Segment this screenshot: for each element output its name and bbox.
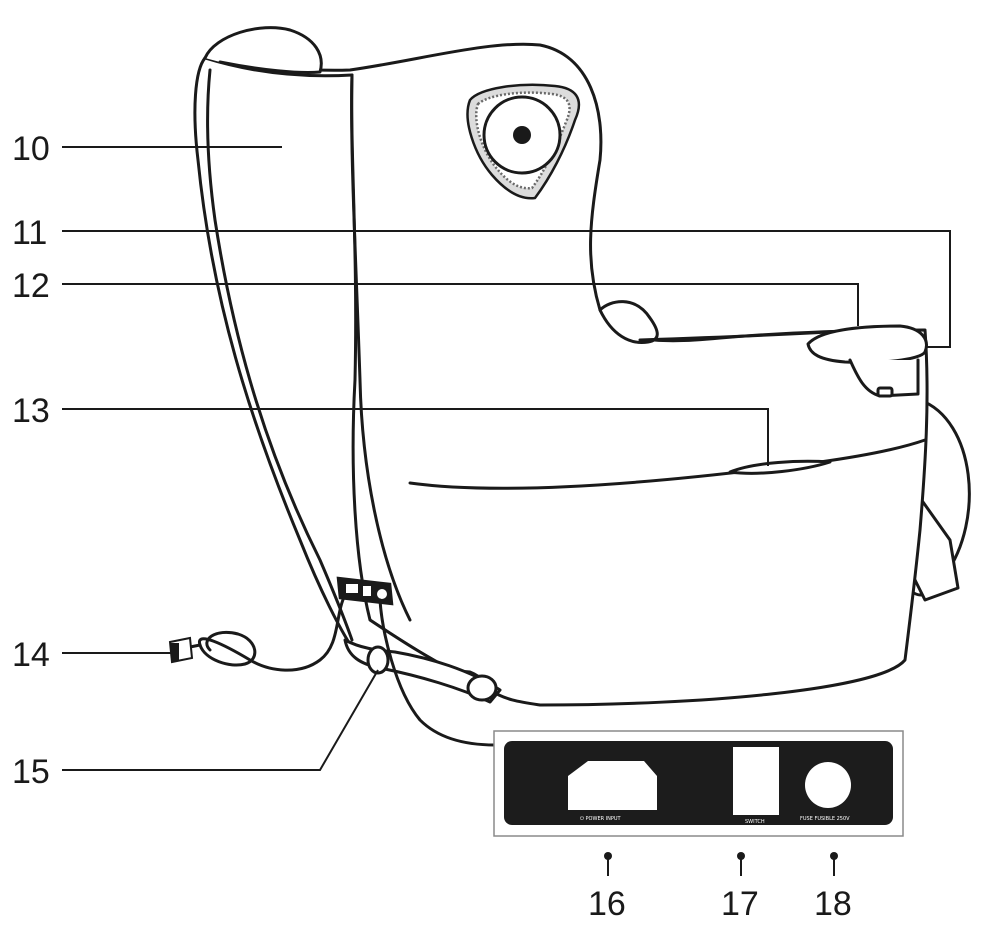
leader-15	[62, 669, 379, 771]
power-input-socket	[568, 761, 657, 810]
base-foot-rear	[366, 645, 390, 675]
leader-11	[62, 230, 951, 348]
headrest-top	[203, 26, 323, 75]
power-socket-on-chair	[336, 576, 394, 606]
leader-12	[62, 283, 859, 326]
remote-pocket	[728, 459, 832, 475]
side-panel-inner-edge	[350, 73, 412, 622]
callout-16: 16	[588, 885, 626, 923]
massage-chair-drawing	[193, 26, 971, 707]
switch-slot	[733, 747, 779, 815]
callout-11: 11	[12, 214, 47, 252]
callout-10: 10	[12, 130, 50, 168]
callout-13: 13	[12, 392, 50, 430]
armrest-top	[598, 300, 659, 345]
control-panel-detail: ⏻ POWER INPUT SWITCH FUSE FUSIBLE 250V	[493, 730, 904, 837]
power-input-label: ⏻ POWER INPUT	[580, 816, 622, 822]
base-foot-front	[466, 674, 498, 702]
leader-13	[62, 408, 769, 466]
callout-numbers: 10 11 12 13 14 15 16 17 18	[12, 130, 852, 923]
callout-15: 15	[12, 753, 50, 791]
leader-dots	[604, 852, 838, 860]
side-table-slot	[876, 386, 894, 398]
leader-lines	[62, 146, 951, 876]
fuse-label: FUSE FUSIBLE 250V	[800, 816, 850, 822]
callout-18: 18	[814, 885, 852, 923]
callout-12: 12	[12, 267, 50, 305]
head-massager	[466, 83, 581, 200]
callout-17: 17	[721, 885, 759, 923]
switch-label: SWITCH	[745, 819, 765, 825]
side-table	[806, 324, 928, 364]
side-panel-outer-edge	[206, 68, 354, 642]
fuse-holder	[805, 762, 851, 808]
callout-14: 14	[12, 636, 50, 674]
power-plug	[168, 636, 194, 664]
